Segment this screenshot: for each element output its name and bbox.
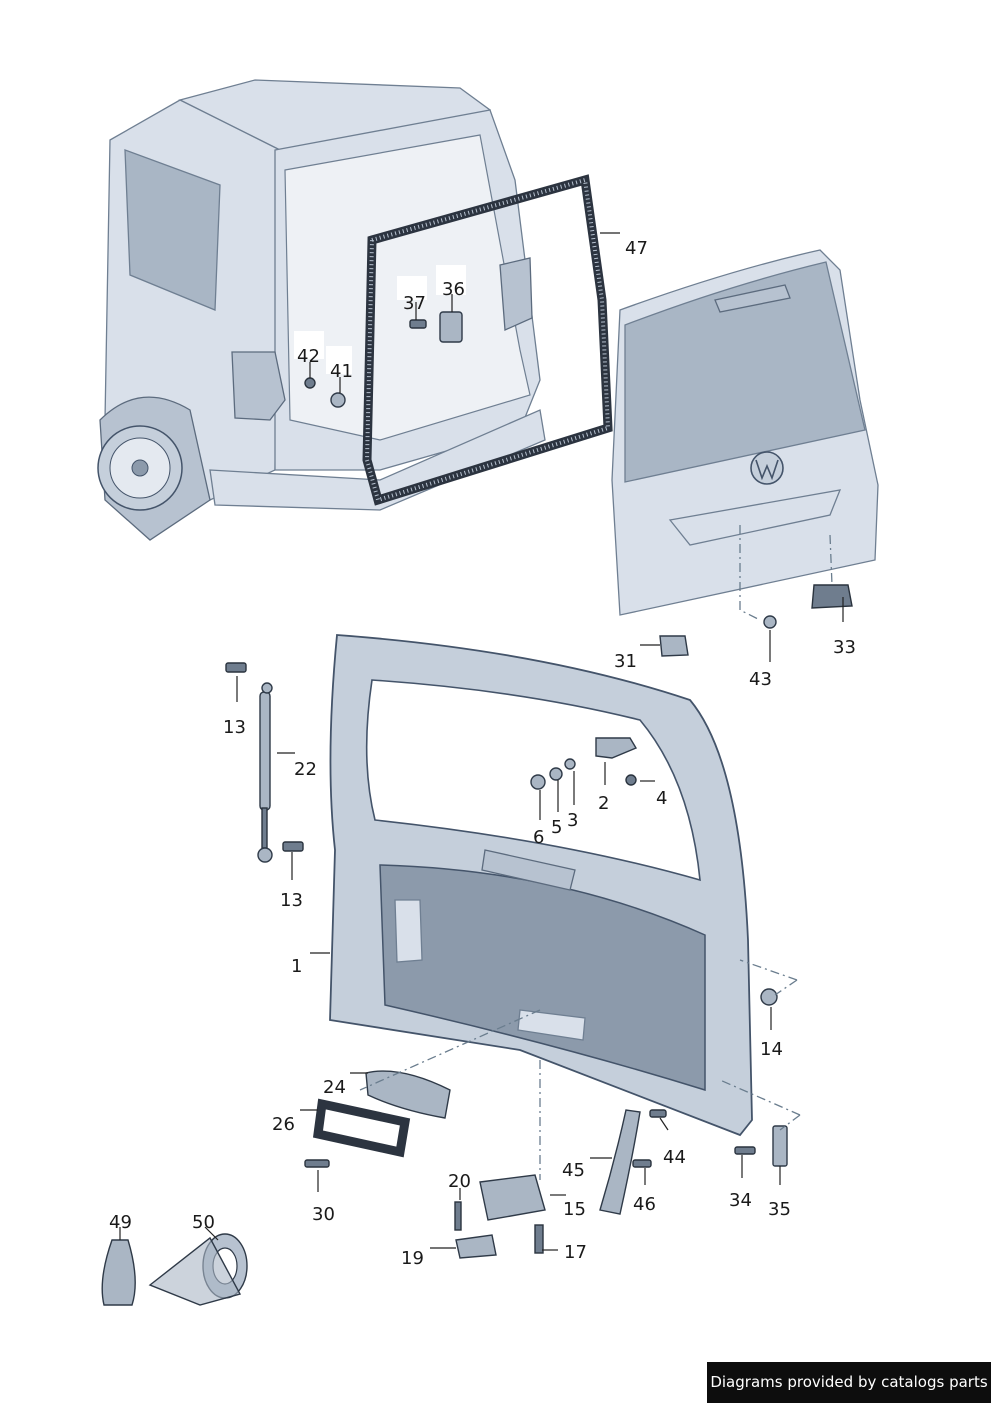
label-19: 19 xyxy=(401,1248,424,1269)
tailgate-inner-panel-illustration xyxy=(329,634,753,1137)
label-35: 35 xyxy=(768,1199,791,1220)
small-parts xyxy=(101,584,853,1306)
label-13-bottom: 13 xyxy=(280,890,303,911)
label-17: 17 xyxy=(564,1242,587,1263)
label-20: 20 xyxy=(448,1171,471,1192)
label-24: 24 xyxy=(323,1077,346,1098)
label-31: 31 xyxy=(614,651,637,672)
label-47: 47 xyxy=(625,238,648,259)
label-44: 44 xyxy=(663,1147,686,1168)
label-13-top: 13 xyxy=(223,717,246,738)
label-6: 6 xyxy=(533,827,544,848)
leader-lines xyxy=(119,232,844,1251)
label-1: 1 xyxy=(291,956,302,977)
van-rear-illustration xyxy=(97,79,613,541)
gas-strut-illustration xyxy=(225,662,304,863)
label-30: 30 xyxy=(312,1204,335,1225)
label-49: 49 xyxy=(109,1212,132,1233)
label-3: 3 xyxy=(567,810,578,831)
tailgate-exterior-illustration xyxy=(611,249,879,616)
part-labels: 47 36 37 42 41 31 33 43 13 22 2 4 3 5 6 … xyxy=(109,238,856,1269)
label-5: 5 xyxy=(551,817,562,838)
label-46: 46 xyxy=(633,1194,656,1215)
label-50: 50 xyxy=(192,1212,215,1233)
label-42: 42 xyxy=(297,346,320,367)
label-36: 36 xyxy=(442,279,465,300)
label-45: 45 xyxy=(562,1160,585,1181)
credit-banner: Diagrams provided by catalogs parts xyxy=(707,1362,991,1403)
label-15: 15 xyxy=(563,1199,586,1220)
label-33: 33 xyxy=(833,637,856,658)
label-14: 14 xyxy=(760,1039,783,1060)
label-26: 26 xyxy=(272,1114,295,1135)
label-2: 2 xyxy=(598,793,609,814)
label-43: 43 xyxy=(749,669,772,690)
label-34: 34 xyxy=(729,1190,752,1211)
label-37: 37 xyxy=(403,293,426,314)
label-22: 22 xyxy=(294,759,317,780)
label-4: 4 xyxy=(656,788,667,809)
assembly-lines xyxy=(359,525,833,1180)
label-41: 41 xyxy=(330,361,353,382)
